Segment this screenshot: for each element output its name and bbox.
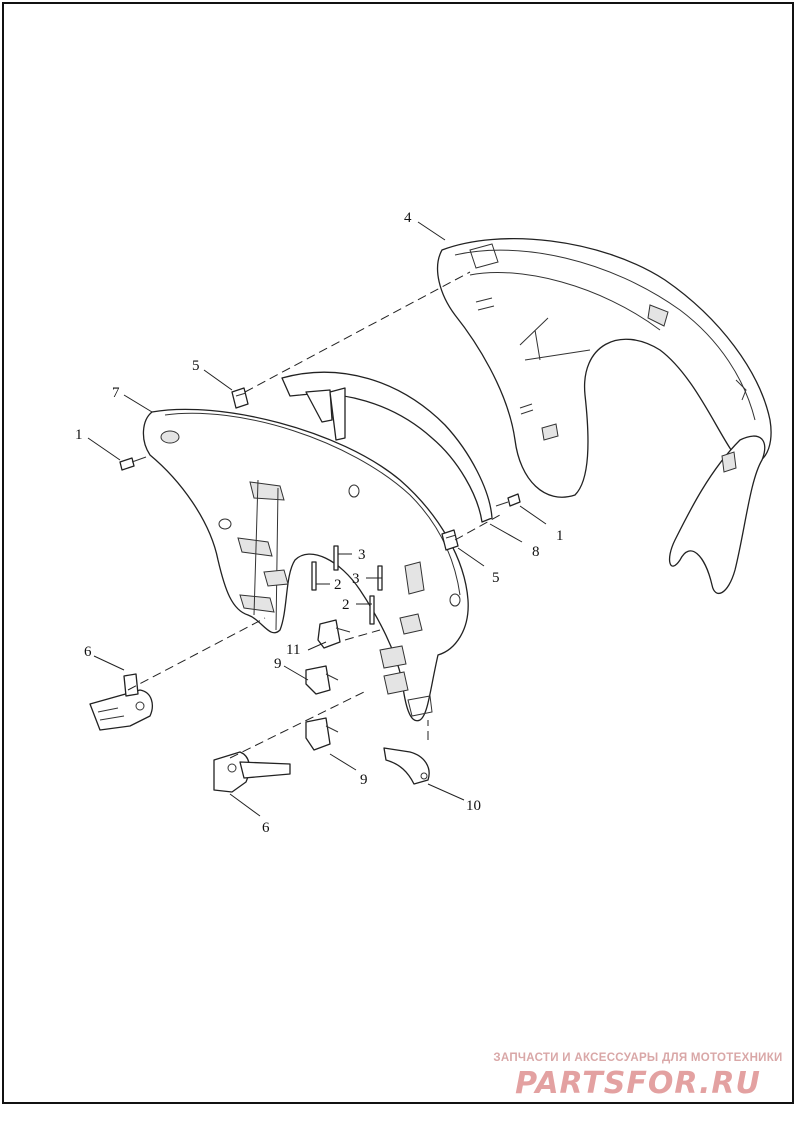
assembly-line-clip [454, 514, 501, 541]
callout-3-upper: 3 [358, 547, 366, 563]
latch-part-9-upper [305, 665, 339, 695]
latch-part-11 [317, 619, 351, 649]
screw-part-1-left [119, 456, 147, 471]
watermark-tagline: ЗАПЧАСТИ И АКСЕССУАРЫ ДЛЯ МОТОТЕХНИКИ [493, 1052, 783, 1064]
outer-fairing-part-4 [436, 238, 772, 595]
callout-2-lower: 2 [342, 597, 350, 613]
callout-6-upper: 6 [84, 644, 92, 660]
clip-nut-part-5-lower [441, 529, 459, 551]
callout-2-upper: 2 [334, 577, 342, 593]
watermark-brand-logo: PARTSFOR.RU [515, 1066, 761, 1101]
hinge-part-6-left [89, 673, 153, 731]
inner-fairing-part-7 [142, 408, 469, 722]
bracket-part-10 [383, 747, 430, 785]
assembly-line-latch [344, 629, 381, 641]
callout-1-left: 1 [75, 427, 83, 443]
screw-part-1-right [495, 493, 521, 507]
callout-5-upper: 5 [192, 358, 200, 374]
callout-5-lower: 5 [492, 570, 500, 586]
callout-9-upper: 9 [274, 656, 282, 672]
callout-11: 11 [286, 642, 300, 658]
hinge-part-6-lower [213, 751, 291, 793]
assembly-line-hinge-lower [229, 689, 369, 759]
drawing-frame [2, 2, 794, 1104]
callout-4: 4 [404, 210, 412, 226]
latch-part-9-lower [305, 717, 339, 751]
callout-10: 10 [466, 798, 481, 814]
assembly-line-hinge-left [127, 617, 266, 691]
leader-lines [87, 221, 547, 817]
callout-1-right: 1 [556, 528, 564, 544]
clip-nut-part-5-upper [231, 387, 249, 409]
callout-8: 8 [532, 544, 540, 560]
assembly-line-upper [244, 271, 471, 393]
trim-strip-part-8 [281, 371, 493, 523]
callout-3-lower: 3 [352, 571, 360, 587]
callout-7: 7 [112, 385, 120, 401]
callout-9-lower: 9 [360, 772, 368, 788]
site-watermark: ЗАПЧАСТИ И АКСЕССУАРЫ ДЛЯ МОТОТЕХНИКИ PA… [488, 1052, 788, 1101]
callout-6-lower: 6 [262, 820, 270, 836]
